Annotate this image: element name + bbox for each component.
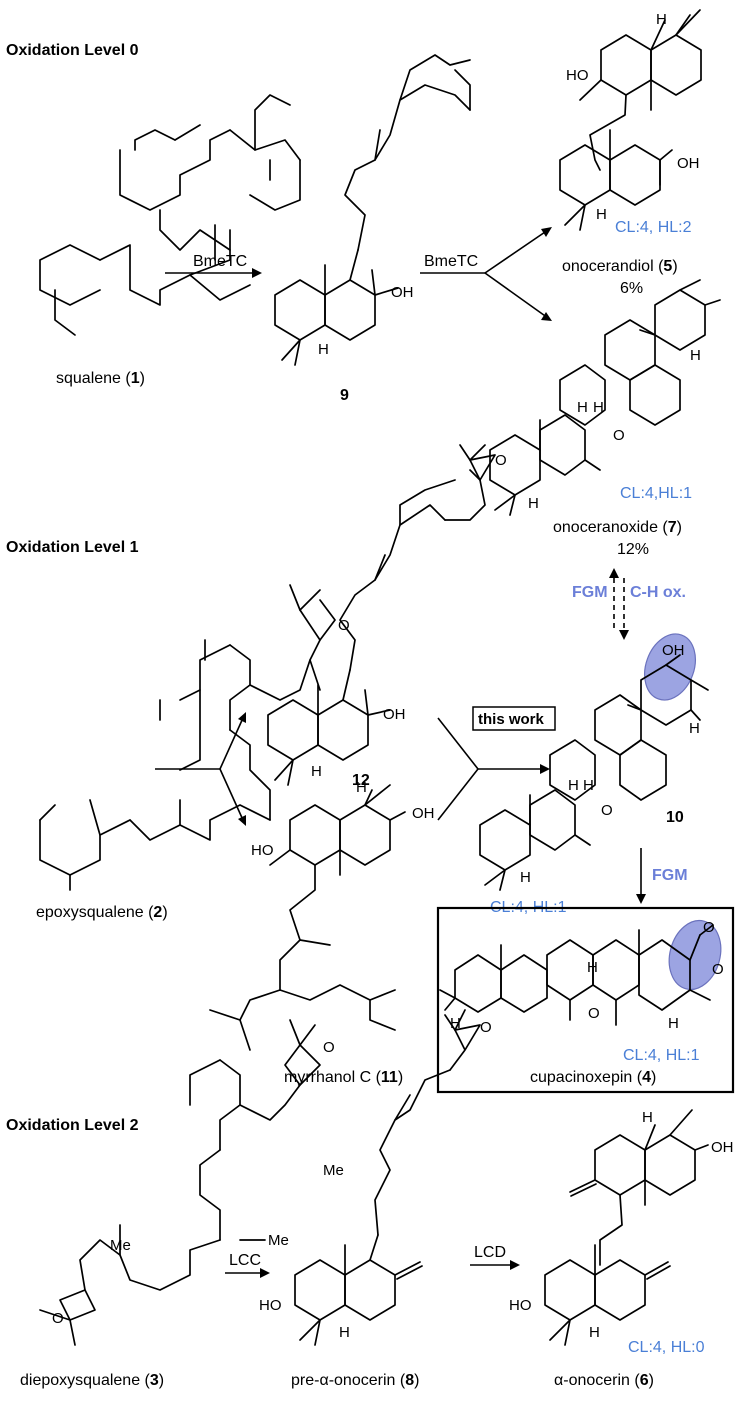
- fgm-up-arrowhead: [609, 568, 619, 578]
- squalene-label: squalene (1): [56, 370, 145, 387]
- cupacinoxepin-o3: O: [588, 1005, 600, 1022]
- compound-9-structure: [274, 54, 471, 366]
- cupacinoxepin-h2: H: [450, 1015, 461, 1032]
- squalene-structure: [39, 94, 301, 336]
- diepoxysqualene-o1: O: [323, 1039, 335, 1056]
- cupacinoxepin-cl-hl: CL:4, HL:1: [623, 1047, 700, 1064]
- myrrhanol-oh: OH: [412, 805, 435, 822]
- cupacinoxepin-box: [436, 906, 735, 1094]
- cupacinoxepin-h1: H: [587, 959, 598, 976]
- onoceranoxide-yield: 12%: [617, 541, 649, 558]
- cupacinoxepin-label: cupacinoxepin (4): [530, 1069, 656, 1086]
- compound-12-o: O: [495, 452, 507, 469]
- aonocerin-ho: HO: [509, 1297, 532, 1314]
- compound-10-o: O: [601, 802, 613, 819]
- compound-10-h2: H: [568, 777, 579, 794]
- this-work-box: [472, 706, 556, 731]
- preonocerin-label: pre-α-onocerin (8): [291, 1372, 419, 1389]
- compound-12-number: 12: [352, 772, 370, 789]
- reaction-arrow-1: [165, 268, 262, 278]
- reaction-arrow-lcc: [225, 1268, 270, 1278]
- reaction-arrow-3: [155, 712, 246, 826]
- preonocerin-o: O: [480, 1019, 492, 1036]
- reagent-ch-ox: C-H ox.: [630, 584, 686, 601]
- fgm-arrows: [613, 578, 625, 630]
- onocerandiol-cl-hl: CL:4, HL:2: [615, 219, 692, 236]
- onoceranoxide-o: O: [613, 427, 625, 444]
- cupacinoxepin-h3: H: [668, 1015, 679, 1032]
- reaction-arrow-2: [420, 227, 552, 321]
- reaction-arrow-lcd: [470, 1260, 520, 1270]
- reagent-bmetc-2: BmeTC: [424, 253, 478, 270]
- onoceranoxide-h3: H: [593, 399, 604, 416]
- aonocerin-structure: [544, 1109, 709, 1346]
- preonocerin-me: Me: [323, 1162, 344, 1179]
- reagent-bmetc-1: BmeTC: [193, 253, 247, 270]
- onocerandiol-yield: 6%: [620, 280, 643, 297]
- onoceranoxide-h4: H: [528, 495, 539, 512]
- diepoxysqualene-structure: [39, 1019, 321, 1346]
- compound-10-oh: OH: [662, 642, 685, 659]
- preonocerin-structure: [294, 1009, 481, 1346]
- compound-9-h: H: [318, 341, 329, 358]
- aonocerin-h1: H: [642, 1109, 653, 1126]
- reaction-arrow-4: [437, 717, 550, 821]
- compound-9-number: 9: [340, 387, 349, 404]
- diepoxysqualene-me1: Me: [110, 1237, 131, 1254]
- compound-10-h3: H: [583, 777, 594, 794]
- preonocerin-h: H: [339, 1324, 350, 1341]
- aonocerin-label: α-onocerin (6): [554, 1372, 654, 1389]
- ch-ox-down-arrowhead: [619, 630, 629, 640]
- myrrhanol-ho: HO: [251, 842, 274, 859]
- highlight-lactone: [668, 919, 722, 991]
- myrrhanol-label: myrrhanol C (11): [284, 1069, 403, 1086]
- onoceranoxide-label: onoceranoxide (7): [553, 519, 682, 536]
- compound-10-h4: H: [520, 869, 531, 886]
- section-heading-level0: Oxidation Level 0: [6, 42, 139, 59]
- compound-10-number: 10: [666, 809, 684, 826]
- onocerandiol-oh: OH: [677, 155, 700, 172]
- reagent-lcd: LCD: [474, 1244, 506, 1261]
- onoceranoxide-h1: H: [690, 347, 701, 364]
- myrrhanol-structure: [209, 784, 406, 1051]
- compound-12-structure: [267, 444, 496, 786]
- diepoxysqualene-o2: O: [52, 1310, 64, 1327]
- onocerandiol-structure: [559, 9, 702, 231]
- myrrhanol-h: H: [356, 779, 367, 796]
- compound-10-structure: [479, 654, 709, 891]
- onocerandiol-label: onocerandiol (5): [562, 258, 678, 275]
- onoceranoxide-h2: H: [577, 399, 588, 416]
- compound-12-oh: OH: [383, 706, 406, 723]
- onocerandiol-h: H: [656, 11, 667, 28]
- onoceranoxide-structure: [489, 279, 721, 516]
- reagent-this-work: this work: [478, 711, 545, 728]
- reagent-fgm-up: FGM: [572, 584, 608, 601]
- section-heading-level1: Oxidation Level 1: [6, 539, 139, 556]
- preonocerin-ho: HO: [259, 1297, 282, 1314]
- cupacinoxepin-structure: [439, 924, 714, 1026]
- section-heading-level2: Oxidation Level 2: [6, 1117, 139, 1134]
- aonocerin-h2: H: [589, 1324, 600, 1341]
- epoxysqualene-label: epoxysqualene (2): [36, 904, 168, 921]
- reaction-arrow-fgm: [636, 848, 646, 904]
- compound-12-h: H: [311, 763, 322, 780]
- diepoxysqualene-me2: Me: [268, 1232, 289, 1249]
- aonocerin-cl-hl: CL:4, HL:0: [628, 1339, 705, 1356]
- compound-10-h1: H: [689, 720, 700, 737]
- onoceranoxide-cl-hl: CL:4,HL:1: [620, 485, 692, 502]
- onocerandiol-h2: H: [596, 206, 607, 223]
- cupacinoxepin-o2: O: [712, 961, 724, 978]
- compound-9-oh: OH: [391, 284, 414, 301]
- reagent-fgm-down: FGM: [652, 867, 688, 884]
- onocerandiol-ho: HO: [566, 67, 589, 84]
- aonocerin-oh: OH: [711, 1139, 734, 1156]
- reagent-lcc: LCC: [229, 1252, 261, 1269]
- diepoxysqualene-label: diepoxysqualene (3): [20, 1372, 164, 1389]
- cupacinoxepin-o1: O: [703, 919, 715, 936]
- epoxysqualene-structure: [39, 584, 336, 891]
